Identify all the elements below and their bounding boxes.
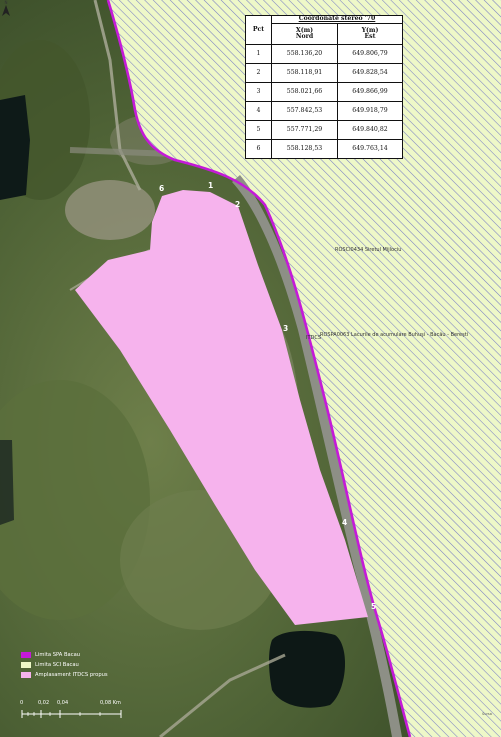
scale-label-1: 0,02 (38, 700, 50, 706)
water-body-west (0, 95, 30, 200)
coordinates-table: Pct Coordonate stereo '70 X(m)Nord Y(m)E… (245, 15, 403, 159)
vegetation-patch (0, 380, 150, 620)
cell-y: 649.840,82 (337, 120, 403, 140)
scale-bar: 0 0,02 0,04 0,08 Km (20, 700, 130, 724)
legend-swatch-spa (21, 652, 31, 658)
legend-label-spa: Limita SPA Bacau (35, 652, 81, 658)
cell-y: 649.918,79 (337, 101, 403, 121)
legend-label-itdcs: Amplasament ITDCS propus (35, 672, 108, 678)
point-label-6: 6 (159, 184, 165, 193)
table-row: 3 558.021,66 649.866,99 (245, 82, 403, 102)
water-body-south (269, 630, 346, 708)
legend-item-spa: Limita SPA Bacau (21, 650, 108, 660)
cell-pct: 6 (245, 139, 272, 159)
table-row: 5 557.771,29 649.840,82 (245, 120, 403, 140)
scale-label-0: 0 (20, 700, 24, 706)
dam-road (232, 175, 402, 737)
north-arrow-icon: N (2, 0, 10, 16)
legend-swatch-sci (21, 662, 31, 668)
legend: Limita SPA Bacau Limita SCI Bacau Amplas… (21, 650, 108, 680)
cell-x: 558.128,53 (271, 139, 338, 159)
cell-y: 649.763,14 (337, 139, 403, 159)
legend-item-itdcs: Amplasament ITDCS propus (21, 670, 108, 680)
point-label-3: 3 (283, 324, 289, 333)
scale-label-3: 0,08 Km (100, 700, 121, 706)
col-header-pct: Pct (245, 15, 272, 45)
legend-swatch-itdcs (21, 672, 31, 678)
col-header-x: X(m)Nord (271, 23, 338, 45)
track (93, 0, 142, 191)
scale-label-2: 0,04 (57, 700, 69, 706)
sci-label: ROSCI0434 Siretul Mijlociu (335, 247, 402, 253)
point-label-2: 2 (235, 200, 241, 209)
itdcs-label: ITDCS (306, 335, 322, 341)
track (159, 653, 286, 737)
cell-x: 558.118,91 (271, 63, 338, 83)
legend-item-sci: Limita SCI Bacau (21, 660, 108, 670)
point-label-1: 1 (208, 181, 214, 190)
sci-area (108, 0, 501, 737)
cell-pct: 5 (245, 120, 272, 140)
col-header-y: Y(m)Est (337, 23, 403, 45)
cell-pct: 2 (245, 63, 272, 83)
table-row: 6 558.128,53 649.763,14 (245, 139, 403, 159)
cell-x: 558.136,20 (271, 44, 338, 64)
cell-pct: 4 (245, 101, 272, 121)
water-body-west-2 (0, 440, 14, 525)
spa-boundary (106, 0, 412, 737)
point-label-5: 5 (371, 602, 377, 611)
point-label-4: 4 (342, 518, 348, 527)
scale-bar-graphic (21, 710, 122, 718)
itdcs-site (75, 190, 368, 625)
cell-y: 649.806,79 (337, 44, 403, 64)
table-row: 2 558.118,91 649.828,54 (245, 63, 403, 83)
bare-ground (65, 180, 155, 240)
cell-x: 557.771,29 (271, 120, 338, 140)
cell-x: 558.021,66 (271, 82, 338, 102)
cell-y: 649.828,54 (337, 63, 403, 83)
cell-pct: 3 (245, 82, 272, 102)
legend-label-sci: Limita SCI Bacau (35, 662, 79, 668)
cell-pct: 1 (245, 44, 272, 64)
table-title: Coordonate stereo '70 (271, 15, 403, 24)
table-row: 1 558.136,20 649.806,79 (245, 44, 403, 64)
svg-text:N: N (5, 0, 8, 5)
map-credit: Sursa (482, 712, 492, 716)
cell-y: 649.866,99 (337, 82, 403, 102)
cell-x: 557.842,53 (271, 101, 338, 121)
table-row: 4 557.842,53 649.918,79 (245, 101, 403, 121)
spa-label: ROSPA0063 Lacurile de acumulare Buhuşi -… (320, 332, 469, 338)
